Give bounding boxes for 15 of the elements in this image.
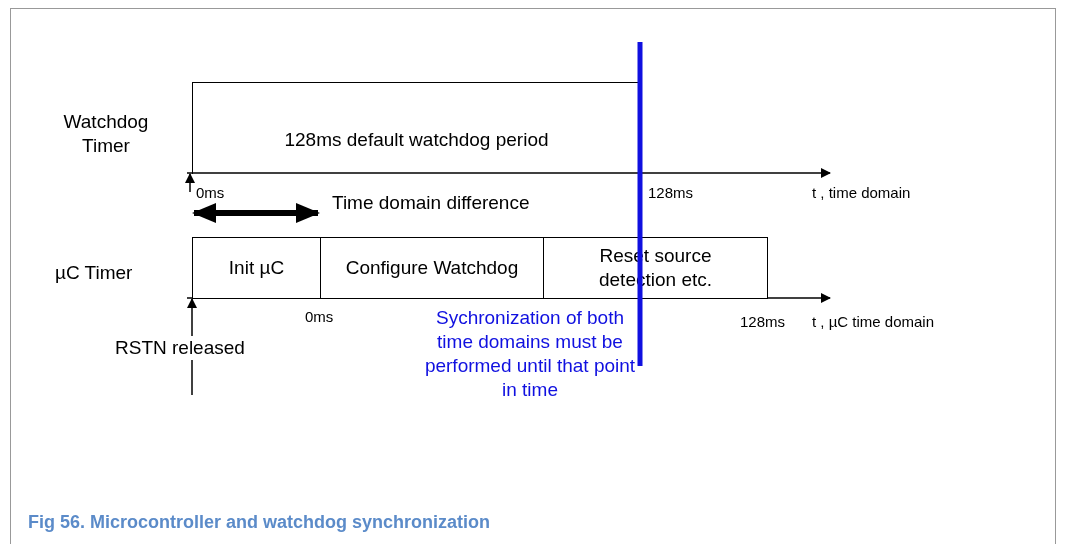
axis-label: t , time domain xyxy=(812,183,911,203)
annotation-text: Sychronization of both time domains must be performed until that point in time xyxy=(423,306,637,402)
tick-label: 128ms xyxy=(740,312,786,332)
tick-label: 0ms xyxy=(196,183,225,203)
row-label: Watchdog Timer xyxy=(62,110,150,158)
axis-label: t , µC time domain xyxy=(812,312,934,332)
annotation-text: RSTN released xyxy=(115,336,245,360)
tick-label: 128ms xyxy=(648,183,694,203)
tick-label: 0ms xyxy=(305,307,334,327)
phase-box: Init µC xyxy=(192,237,321,299)
phase-box: Configure Watchdog xyxy=(320,237,544,299)
figure-caption: Fig 56. Microcontroller and watchdog synchronization xyxy=(28,511,491,534)
annotation-text: Time domain difference xyxy=(332,191,530,215)
row-label: µC Timer xyxy=(55,261,133,285)
period-box: 128ms default watchdog period xyxy=(192,82,641,174)
